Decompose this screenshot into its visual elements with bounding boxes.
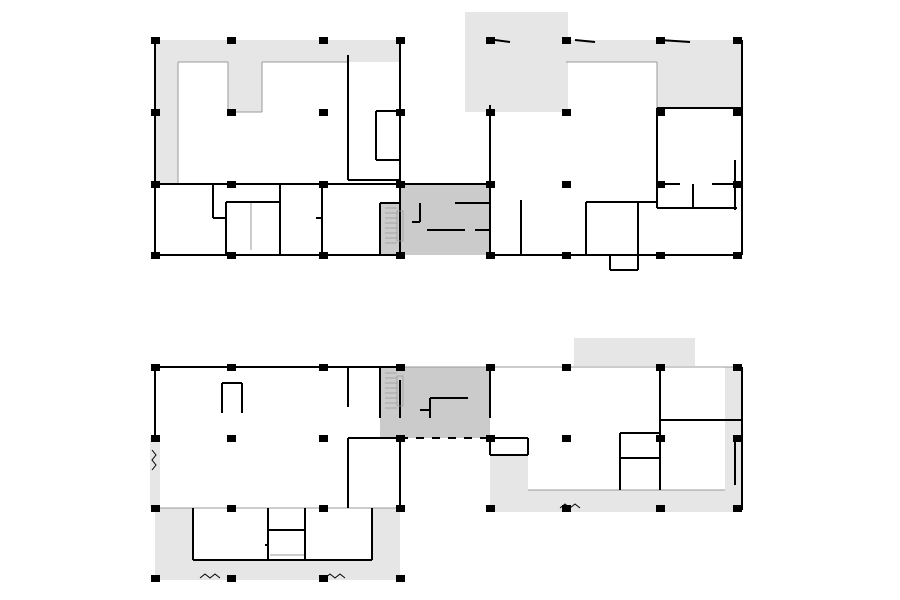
column <box>656 364 665 371</box>
column <box>486 435 495 442</box>
column <box>562 252 571 259</box>
column <box>319 435 328 442</box>
column <box>396 505 405 512</box>
column <box>227 109 236 116</box>
column <box>151 181 160 188</box>
column <box>656 181 665 188</box>
column <box>319 575 328 582</box>
shaded-zones <box>150 12 742 580</box>
column <box>227 505 236 512</box>
column <box>733 435 742 442</box>
walls <box>154 39 743 561</box>
column <box>319 252 328 259</box>
column <box>486 181 495 188</box>
break-line-symbols <box>151 449 581 579</box>
exterior-zone <box>150 438 160 508</box>
column <box>733 364 742 371</box>
column <box>319 109 328 116</box>
column <box>396 435 405 442</box>
column <box>656 435 665 442</box>
stair-rail <box>396 210 404 242</box>
exterior-zone <box>228 40 262 112</box>
column <box>486 109 495 116</box>
column <box>151 109 160 116</box>
column <box>486 505 495 512</box>
exterior-zone <box>574 338 695 366</box>
column <box>486 364 495 371</box>
exterior-zone <box>490 490 742 512</box>
column <box>151 364 160 371</box>
column <box>656 109 665 116</box>
column <box>396 252 405 259</box>
structural-columns <box>151 37 742 582</box>
column <box>151 37 160 44</box>
column <box>227 364 236 371</box>
column <box>396 181 405 188</box>
column <box>151 505 160 512</box>
column <box>733 505 742 512</box>
column <box>562 364 571 371</box>
wall <box>494 39 511 43</box>
wall <box>574 39 596 43</box>
column <box>319 505 328 512</box>
break-line <box>559 503 581 509</box>
column <box>151 575 160 582</box>
exterior-zone <box>465 12 568 112</box>
column <box>227 181 236 188</box>
exterior-zone <box>657 40 742 108</box>
room <box>193 508 373 560</box>
column <box>396 364 405 371</box>
column <box>562 181 571 188</box>
stair-rail <box>396 375 404 407</box>
exterior-zone <box>155 40 178 184</box>
column <box>656 505 665 512</box>
column <box>396 109 405 116</box>
column <box>396 37 405 44</box>
break-line <box>324 573 346 579</box>
exterior-zone <box>490 455 528 512</box>
column <box>227 37 236 44</box>
column <box>486 37 495 44</box>
exterior-zone <box>155 40 400 62</box>
column <box>733 181 742 188</box>
column <box>227 252 236 259</box>
column <box>562 505 571 512</box>
column <box>486 252 495 259</box>
column <box>319 181 328 188</box>
column <box>396 575 405 582</box>
column <box>562 435 571 442</box>
core-zone <box>380 203 400 255</box>
column <box>227 435 236 442</box>
light-lines <box>155 61 742 556</box>
column <box>319 364 328 371</box>
column <box>562 109 571 116</box>
core-zone <box>380 367 490 438</box>
column <box>562 37 571 44</box>
column <box>227 575 236 582</box>
column <box>733 37 742 44</box>
column <box>656 252 665 259</box>
break-line <box>199 573 221 579</box>
column <box>733 109 742 116</box>
core-zone <box>400 184 490 255</box>
column <box>151 435 160 442</box>
column <box>733 252 742 259</box>
column <box>656 37 665 44</box>
stair-icon <box>385 207 404 409</box>
column <box>319 37 328 44</box>
column <box>151 252 160 259</box>
break-line <box>151 449 157 471</box>
